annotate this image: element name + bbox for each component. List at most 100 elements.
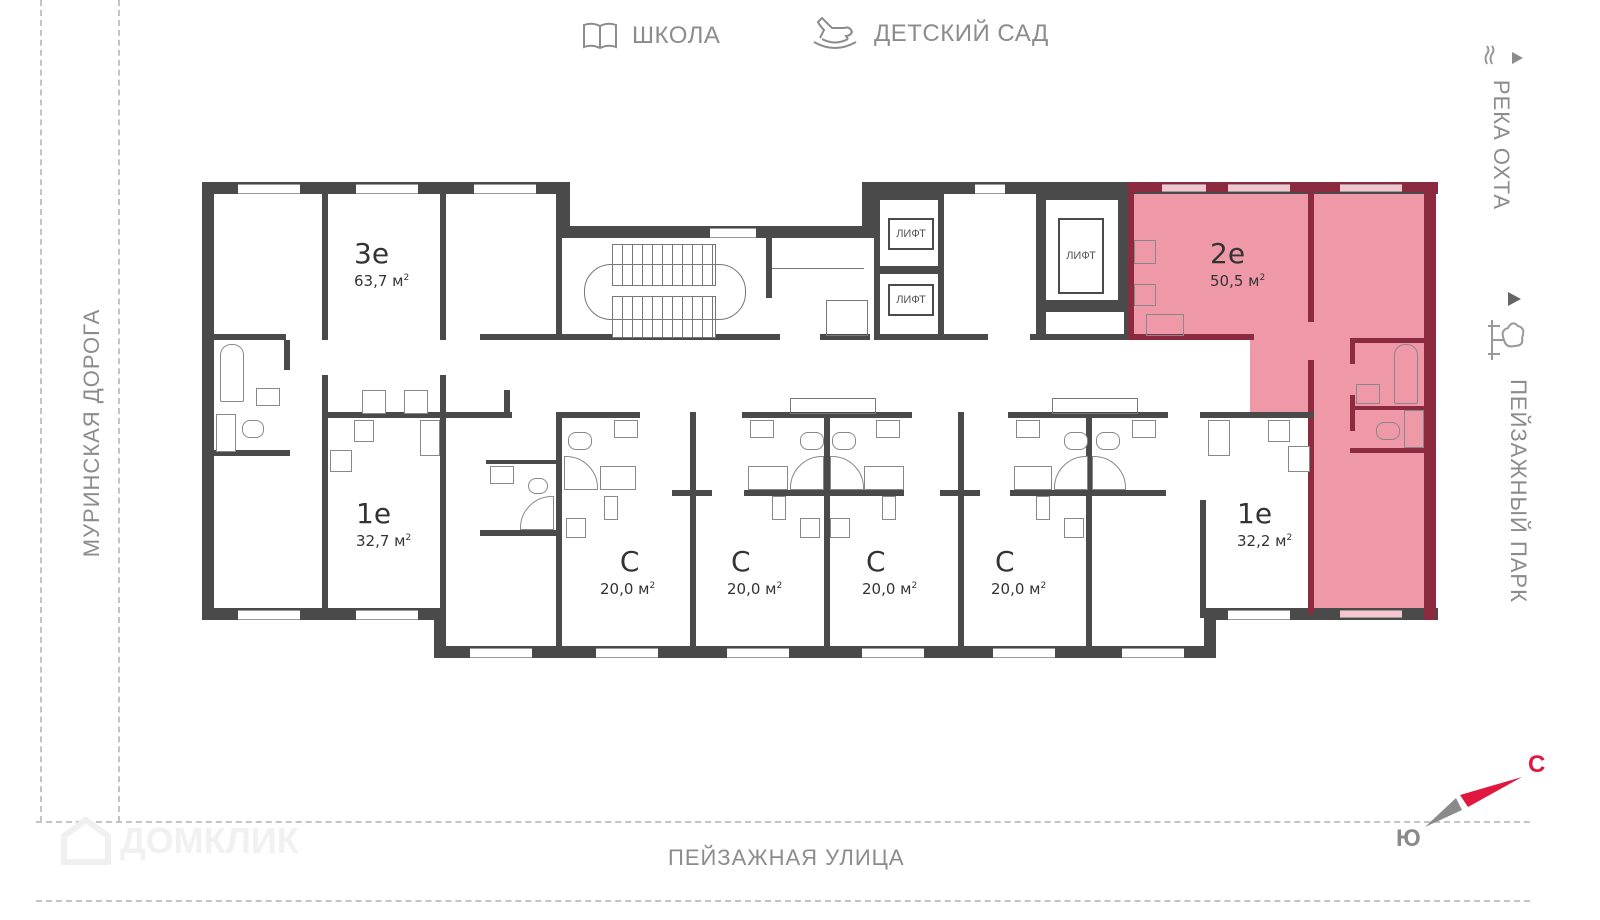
sink <box>1064 518 1084 538</box>
wall <box>504 390 510 418</box>
toilet <box>832 432 856 450</box>
apartment-type: 3е <box>354 237 390 270</box>
window <box>1162 184 1206 192</box>
washer <box>864 466 904 490</box>
window <box>238 184 300 194</box>
stove <box>330 450 352 472</box>
window <box>596 648 658 658</box>
sink <box>354 420 374 442</box>
wall <box>958 412 964 648</box>
wall-highlighted <box>1350 395 1355 431</box>
apartment-type: 1е <box>356 497 392 530</box>
shower <box>1092 456 1126 490</box>
wall <box>766 238 772 298</box>
window <box>1340 610 1402 618</box>
washer <box>748 466 788 490</box>
shower <box>520 496 554 530</box>
sink <box>256 388 280 406</box>
window <box>356 184 418 194</box>
wall <box>434 608 446 658</box>
fridge <box>1208 420 1230 456</box>
arrow-right-icon <box>1508 292 1521 306</box>
book-icon <box>583 22 617 50</box>
apartment-area: 32,7 м2 <box>356 532 412 550</box>
wall <box>908 334 988 340</box>
window <box>474 184 536 194</box>
window <box>1228 610 1290 620</box>
sink <box>1132 420 1156 438</box>
stair-path <box>584 264 746 320</box>
stove <box>362 390 386 414</box>
wall <box>322 375 328 608</box>
apartment-1e-left[interactable]: 1е 32,7 м2 <box>356 500 411 549</box>
apartment-2e-selected[interactable]: 2е 50,5 м2 <box>1210 240 1265 289</box>
landmark-river: РЕКА ОХТА <box>1484 44 1524 214</box>
apartment-1e-right[interactable]: 1е 32,2 м2 <box>1237 500 1292 549</box>
window <box>710 228 756 238</box>
wall <box>690 412 696 648</box>
arrow-right-icon <box>1512 52 1523 64</box>
watermark-label: ДОМКЛИК <box>120 820 299 861</box>
stairs-up <box>612 244 716 286</box>
apartment-2e-fill-right[interactable] <box>1313 410 1428 614</box>
storage-box <box>790 398 876 414</box>
wall <box>556 194 562 340</box>
stove <box>882 496 896 520</box>
storage-box <box>826 300 868 336</box>
washer <box>1404 410 1424 448</box>
apartment-studio-3[interactable]: С 20,0 м2 <box>862 548 917 597</box>
wall-highlighted <box>1308 192 1314 322</box>
street-bottom-label: ПЕЙЗАЖНАЯ УЛИЦА <box>668 845 905 870</box>
wall <box>556 412 640 418</box>
wall <box>322 194 328 340</box>
lift-1: ЛИФТ <box>888 218 934 250</box>
wall <box>672 490 712 496</box>
stove <box>1036 496 1050 520</box>
shower <box>1054 456 1088 490</box>
wall <box>214 334 286 340</box>
wall <box>480 530 560 536</box>
window <box>1228 184 1290 192</box>
apartment-type: С <box>995 545 1015 578</box>
toilet <box>1096 432 1120 450</box>
stairs-down <box>612 296 716 338</box>
wall-highlighted <box>1424 182 1436 620</box>
wall-highlighted <box>1350 338 1424 343</box>
sink <box>876 420 900 438</box>
stove <box>1134 240 1156 264</box>
stove <box>1288 446 1310 472</box>
apartment-studio-2[interactable]: С 20,0 м2 <box>727 548 782 597</box>
wall <box>214 450 290 456</box>
compass-north-label: С <box>1528 751 1546 778</box>
toilet <box>1064 432 1088 450</box>
wall <box>322 412 512 418</box>
apartment-type: С <box>731 545 751 578</box>
wall <box>440 194 446 340</box>
sink <box>1268 420 1290 442</box>
washer <box>216 414 236 452</box>
bathtub <box>220 344 244 402</box>
tree-icon <box>1488 320 1525 360</box>
toilet <box>1376 422 1400 440</box>
apartment-studio-4[interactable]: С 20,0 м2 <box>991 548 1046 597</box>
wall <box>480 334 560 340</box>
wall-highlighted <box>1308 360 1314 614</box>
wall-highlighted <box>1350 448 1424 453</box>
wall <box>202 182 214 620</box>
wall <box>486 460 556 464</box>
wall-highlighted <box>1128 334 1254 340</box>
fridge <box>420 420 440 456</box>
wall <box>824 412 830 648</box>
window <box>356 610 418 620</box>
landmark-school: ШКОЛА <box>582 22 720 50</box>
washer <box>1014 466 1052 490</box>
storage-box <box>772 238 864 269</box>
wall-highlighted <box>1350 338 1355 364</box>
sink <box>750 420 774 438</box>
wall <box>744 490 904 496</box>
apartment-studio-1[interactable]: С 20,0 м2 <box>600 548 655 597</box>
wall-highlighted <box>1128 182 1134 340</box>
window <box>862 648 924 658</box>
apartment-3e[interactable]: 3е 63,7 м2 <box>354 240 409 289</box>
fridge <box>1146 314 1184 336</box>
